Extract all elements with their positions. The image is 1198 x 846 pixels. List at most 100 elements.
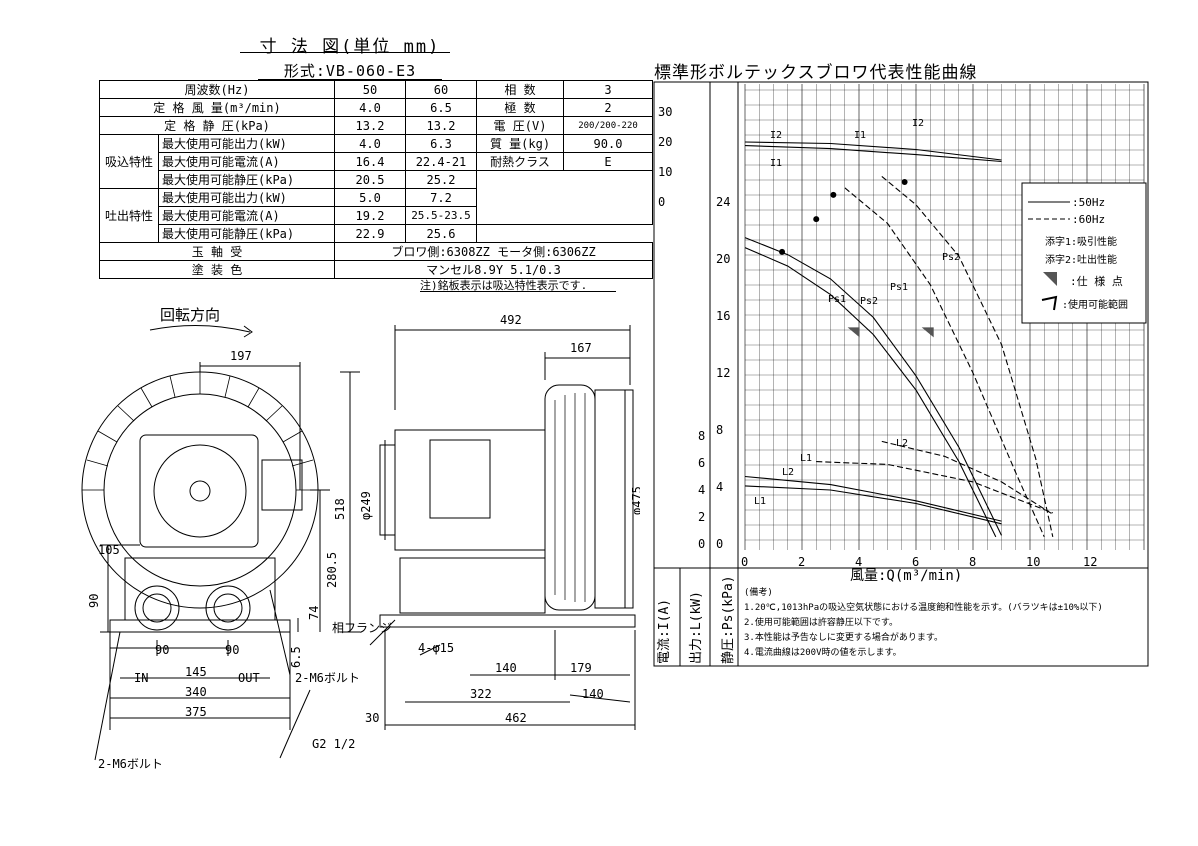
freq-60: 60 (405, 80, 477, 99)
dim-462-line (384, 630, 636, 730)
s-press-50: 20.5 (334, 170, 406, 189)
series-Ps1-50Hz (744, 247, 997, 538)
s-press-60: 25.2 (405, 170, 477, 189)
g-label: G2 1/2 (312, 737, 355, 751)
dim-74: 74 (307, 606, 321, 620)
dim-179: 179 (570, 661, 592, 675)
shaft-center (189, 480, 211, 502)
series-L2-60Hz (881, 440, 1054, 515)
legend-range: :使用可能範囲 (1062, 298, 1128, 311)
model-underline (258, 79, 442, 80)
legend-sub1: 添字1:吸引性能 (1045, 235, 1117, 248)
pressure-tick-label: 8 (716, 423, 723, 437)
bolt-leader-b (269, 589, 291, 676)
output-tick-label: 2 (698, 510, 705, 524)
inlet-port (134, 585, 180, 631)
phase-label: 相 数 (476, 80, 564, 99)
dim-492: 492 (500, 313, 522, 327)
x-tick-label: 2 (798, 555, 805, 569)
series-I2-50Hz (744, 141, 1002, 161)
current-tick-label: 20 (658, 135, 672, 149)
output-tick-label: 4 (698, 483, 705, 497)
curve-label-L1b: L1 (754, 496, 766, 507)
phase-val: 3 (563, 80, 653, 99)
blower-casing-side (544, 384, 596, 611)
curve-label-Ps2: Ps2 (942, 252, 960, 263)
blower-outer-casing (81, 371, 319, 609)
volt-val: 200/200-220 (563, 116, 653, 135)
s-curr-50: 16.4 (334, 152, 406, 171)
flow-60: 6.5 (405, 98, 477, 117)
operating-point (779, 248, 786, 255)
x-axis-label: 風量:Q(m³/min) (850, 568, 962, 584)
dim-197: 197 (230, 349, 252, 363)
curve-label-L1: L1 (800, 453, 812, 464)
output-tick-label: 6 (698, 456, 705, 470)
series-I1-50Hz (744, 145, 1002, 163)
in-label: IN (134, 671, 148, 685)
y-label-current: 電流:I(A) (657, 599, 672, 664)
dim-322: 322 (470, 687, 492, 701)
press-60: 13.2 (405, 116, 477, 135)
d-curr-50: 19.2 (334, 206, 406, 225)
operating-point (830, 191, 837, 198)
dim-375: 375 (185, 705, 207, 719)
g-leader (279, 689, 311, 759)
d-power-label: 最大使用可能出力(kW) (158, 188, 335, 207)
series-L2-50Hz (744, 475, 1002, 522)
press-50: 13.2 (334, 116, 406, 135)
freq-label: 周波数(Hz) (99, 80, 335, 99)
suction-group: 吸込特性 (99, 134, 159, 189)
pressure-tick-label: 0 (716, 537, 723, 551)
dim-518: 518 (333, 498, 347, 520)
usable-range-icon (1041, 295, 1058, 311)
d-press-label: 最大使用可能静圧(kPa) (158, 224, 335, 243)
curve-label-L2: L2 (782, 467, 794, 478)
blower-fin-ring (103, 393, 297, 587)
pressure-tick-label: 16 (716, 309, 730, 323)
s-power-50: 4.0 (334, 134, 406, 153)
holes-leader (419, 644, 441, 656)
pressure-tick-label: 20 (716, 252, 730, 266)
dim-375-line (109, 630, 291, 730)
legend-sub2: 添字2:吐出性能 (1045, 253, 1117, 266)
out-label: OUT (238, 671, 260, 685)
legend-spec: :仕 様 点 (1070, 274, 1123, 288)
series-L1-60Hz (816, 461, 1053, 514)
base-plate-front (109, 619, 291, 633)
dim-340: 340 (185, 685, 207, 699)
dim-90a: 90 (155, 643, 169, 657)
operating-point (813, 216, 820, 223)
dim-462: 462 (505, 711, 527, 725)
pressure-tick-label: 12 (716, 366, 730, 380)
motor-body-side (394, 429, 546, 551)
remark-1: 1.20℃,1013hPaの吸込空気状態における温度飽和性能を示す。(バラツキは… (744, 603, 1103, 613)
dim-145: 145 (185, 665, 207, 679)
d-curr-label: 最大使用可能電流(A) (158, 206, 335, 225)
dim-518-line (340, 371, 360, 633)
curve-label-Ps1: Ps1 (828, 294, 846, 305)
dim-90v: 90 (87, 594, 101, 608)
x-tick-label: 0 (741, 555, 748, 569)
mass-val: 90.0 (563, 134, 653, 153)
rotation-arrow-head (243, 325, 253, 338)
poles-label: 極 数 (476, 98, 564, 117)
curve-label-I1b: I1 (770, 158, 782, 169)
holes-label: 4-φ15 (418, 641, 454, 655)
dimension-drawing: 回転方向 197 492 167 φ249 518 φ475 280.5 105… (81, 306, 640, 771)
spec-point-marker (921, 327, 934, 338)
x-tick-label: 8 (969, 555, 976, 569)
s-power-label: 最大使用可能出力(kW) (158, 134, 335, 153)
outlet-port-bore (213, 593, 243, 623)
output-tick-label: 8 (698, 429, 705, 443)
poles-val: 2 (563, 98, 653, 117)
d-press-50: 22.9 (334, 224, 406, 243)
current-tick-label: 30 (658, 105, 672, 119)
series-L1-50Hz (744, 485, 1002, 525)
output-tick-label: 0 (698, 537, 705, 551)
flow-50: 4.0 (334, 98, 406, 117)
dim-280: 280.5 (325, 552, 339, 588)
